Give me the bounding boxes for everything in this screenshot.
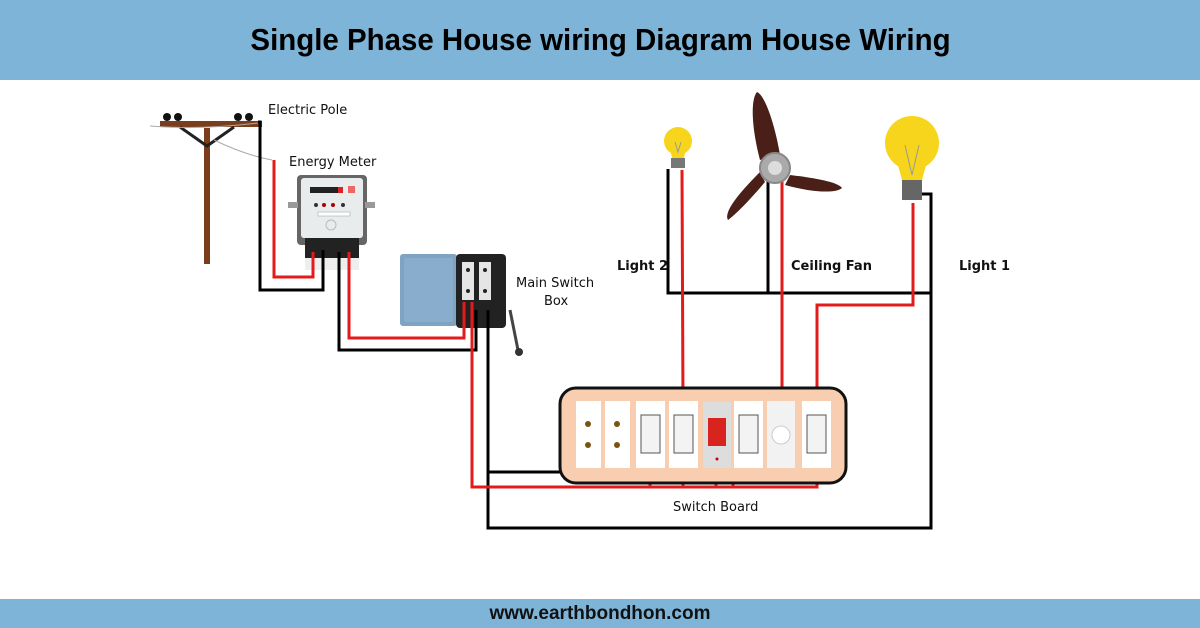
- switch-module-light-1[interactable]: [802, 401, 831, 468]
- wire-light2-neutral: [666, 169, 931, 295]
- main-indicator-switch[interactable]: [703, 402, 731, 468]
- switch-board: [558, 386, 848, 485]
- label-ceiling-fan: Ceiling Fan: [791, 259, 872, 274]
- footer-banner: www.earthbondhon.com: [0, 599, 1200, 628]
- switch-module-3[interactable]: [734, 401, 763, 468]
- socket-module-1[interactable]: [576, 401, 601, 468]
- label-energy-meter: Energy Meter: [289, 155, 377, 170]
- wire-light2-phase: [680, 169, 685, 405]
- switch-module-light-2[interactable]: [669, 401, 698, 468]
- label-light-2: Light 2: [617, 259, 668, 274]
- label-light-1: Light 1: [959, 259, 1010, 274]
- electric-pole-icon: [149, 113, 273, 264]
- title-banner: Single Phase House wiring Diagram House …: [0, 0, 1200, 80]
- switch-module-1[interactable]: [636, 401, 665, 468]
- socket-module-2[interactable]: [605, 401, 630, 468]
- label-main-switch-line2: Box: [544, 294, 568, 309]
- light-2-bulb-icon: [664, 127, 692, 168]
- wiring-diagram: Electric Pole Energy Meter Main Switch B…: [149, 92, 1010, 530]
- wire-light1-phase: [815, 203, 915, 404]
- energy-meter-icon: [288, 175, 375, 270]
- fan-regulator-module[interactable]: [767, 401, 795, 468]
- page-title: Single Phase House wiring Diagram House …: [249, 22, 951, 57]
- main-switch-box-icon: [400, 254, 523, 356]
- light-1-bulb-icon: [885, 116, 939, 200]
- wire-meter-to-main-phase: [347, 252, 466, 340]
- ceiling-fan-icon: [727, 92, 842, 220]
- wire-pole-to-meter-phase: [272, 160, 315, 279]
- label-switch-board: Switch Board: [673, 500, 758, 515]
- label-electric-pole: Electric Pole: [268, 103, 347, 118]
- wire-meter-to-main-neutral: [337, 252, 478, 352]
- wire-main-neutral-loop: [486, 192, 933, 530]
- wire-pole-to-meter-neutral: [258, 120, 325, 292]
- website-url[interactable]: www.earthbondhon.com: [489, 602, 711, 624]
- label-main-switch-line1: Main Switch: [516, 276, 594, 291]
